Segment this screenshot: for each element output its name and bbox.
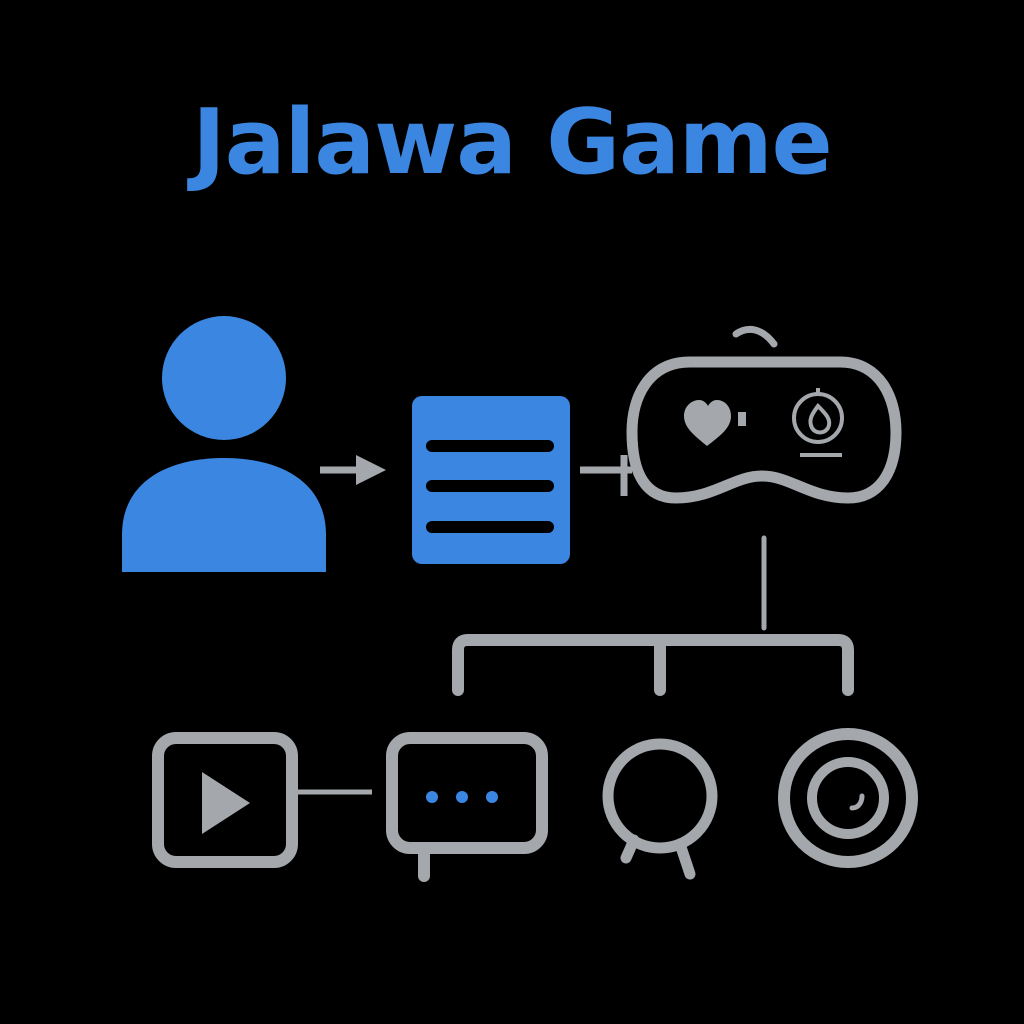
gamepad-outline: [626, 356, 902, 504]
typing-dot-1: [426, 791, 438, 803]
branch-bracket: [452, 634, 854, 696]
chat-bubble-icon[interactable]: [386, 732, 548, 882]
video-frame: [152, 732, 298, 868]
arrow-user-to-document: [320, 455, 386, 485]
target-outer-ring: [778, 728, 918, 868]
play-triangle: [202, 772, 250, 834]
chat-bubble-frame: [386, 732, 548, 854]
target-glint: [849, 793, 865, 811]
gamepad-icon[interactable]: [626, 325, 902, 504]
user-head: [162, 316, 286, 440]
typing-dot-2: [456, 791, 468, 803]
connector-document-to-gamepad: [580, 455, 632, 496]
gamepad-antenna: [732, 325, 778, 348]
search-ring-leg-left: [620, 834, 640, 864]
play-video-icon[interactable]: [152, 732, 298, 868]
target-lens-icon[interactable]: [778, 728, 918, 868]
search-ring-icon[interactable]: [602, 738, 718, 880]
gamepad-button-small: [738, 412, 746, 426]
typing-dot-3: [486, 791, 498, 803]
target-inner-ring: [807, 757, 889, 839]
user-icon[interactable]: [122, 316, 326, 572]
search-ring: [602, 738, 718, 854]
page-title: Jalawa Game: [192, 90, 832, 195]
document-icon[interactable]: [412, 396, 570, 564]
search-ring-leg-right: [674, 838, 696, 880]
heart-icon: [684, 400, 731, 446]
flame-dial-icon: [792, 388, 844, 457]
user-body: [122, 458, 326, 572]
